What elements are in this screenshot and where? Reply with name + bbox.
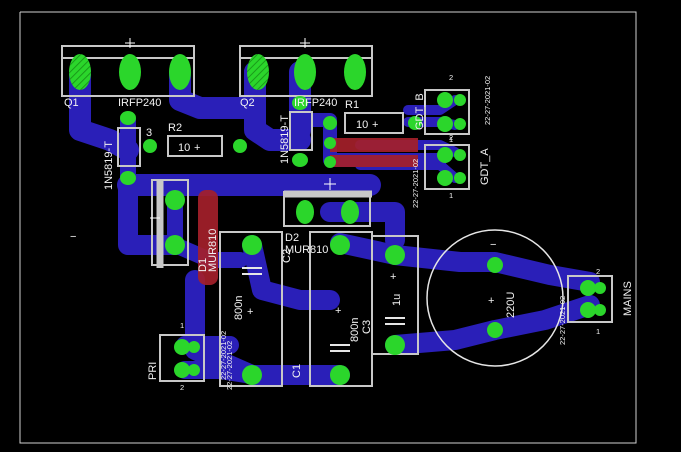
r2-plus: + [194, 142, 200, 154]
c3-plus: + [390, 271, 396, 283]
q2-value: IRFP240 [294, 97, 337, 109]
r1-plus: + [372, 119, 378, 131]
svg-text:2: 2 [449, 133, 453, 142]
q1-name: Q1 [64, 97, 79, 109]
gdt-b-outline [424, 89, 470, 135]
c1-name: C1 [291, 364, 303, 378]
z2-value: 1N5819-T [279, 115, 291, 164]
d2-value: MUR810 [285, 244, 328, 256]
c2-value: 800n [349, 318, 361, 342]
c2-name: C2 [281, 249, 293, 263]
z2-outline [289, 111, 313, 151]
cap-symbols [242, 267, 405, 352]
z1-value: 1N5819-T [103, 141, 115, 190]
gdt-b-name: GDT_B [414, 93, 426, 130]
r1-name: R1 [345, 99, 359, 111]
d2-name: D2 [285, 232, 299, 244]
c4-minus: − [490, 239, 496, 251]
top-traces [198, 138, 418, 285]
c4-value: 220U [505, 292, 517, 318]
c3-name: C3 [361, 320, 373, 334]
gdt-a-date: 22-27-2021-02 [411, 159, 420, 208]
svg-text:2: 2 [180, 383, 184, 392]
svg-text:2: 2 [596, 267, 600, 276]
gdt-a-outline [424, 144, 470, 190]
c4-outline [426, 229, 564, 367]
svg-text:1: 1 [596, 327, 600, 336]
r2-outline [167, 135, 223, 157]
mains-outline [567, 275, 613, 323]
svg-text:1: 1 [449, 191, 453, 200]
q1-value: IRFP240 [118, 97, 161, 109]
gdt-a-name: GDT_A [479, 148, 491, 185]
q1-pad [119, 54, 141, 90]
c4-plus: + [488, 295, 494, 307]
mains-date: 22-27-2021-02 [558, 296, 567, 345]
svg-text:2: 2 [449, 73, 453, 82]
pri-name: PRI [147, 362, 159, 380]
board-outline [19, 11, 637, 444]
svg-text:1: 1 [180, 321, 184, 330]
r2-name: R2 [168, 122, 182, 134]
d1-name: D1 [197, 258, 209, 272]
edge-minus: − [70, 231, 76, 243]
r2-value: 10 [178, 142, 190, 154]
d1-value: MUR810 [207, 229, 219, 272]
q2-pad [247, 54, 269, 90]
c1-plus: + [247, 306, 253, 318]
q2-pad [294, 54, 316, 90]
q1-pad [169, 54, 191, 90]
c3-value: 1u [391, 294, 403, 306]
pri-outline [159, 334, 205, 382]
pin-marks [125, 38, 336, 219]
c1-date: 22-27-2021-02 [225, 341, 234, 390]
r1-value: 10 [356, 119, 368, 131]
pads [69, 54, 606, 385]
q1-pad [69, 54, 91, 90]
mains-name: MAINS [622, 281, 634, 316]
c2-plus: + [335, 305, 341, 317]
c1-outline [219, 231, 283, 387]
labels: Q1 IRFP240 Q2 IRFP240 R1 10 R2 10 + + 1N… [64, 73, 634, 392]
z1-outline [117, 127, 141, 167]
c1-value: 800n [233, 296, 245, 320]
q2-name: Q2 [240, 97, 255, 109]
q2-pad [344, 54, 366, 90]
svg-text:1: 1 [449, 135, 453, 144]
gdt-b-date: 22-27-2021-02 [483, 76, 492, 125]
d1-outline [151, 179, 189, 266]
r1-outline [344, 112, 404, 134]
z1-suffix: 3 [146, 127, 152, 139]
pri-date: 22-27-2021-02 [219, 331, 228, 380]
